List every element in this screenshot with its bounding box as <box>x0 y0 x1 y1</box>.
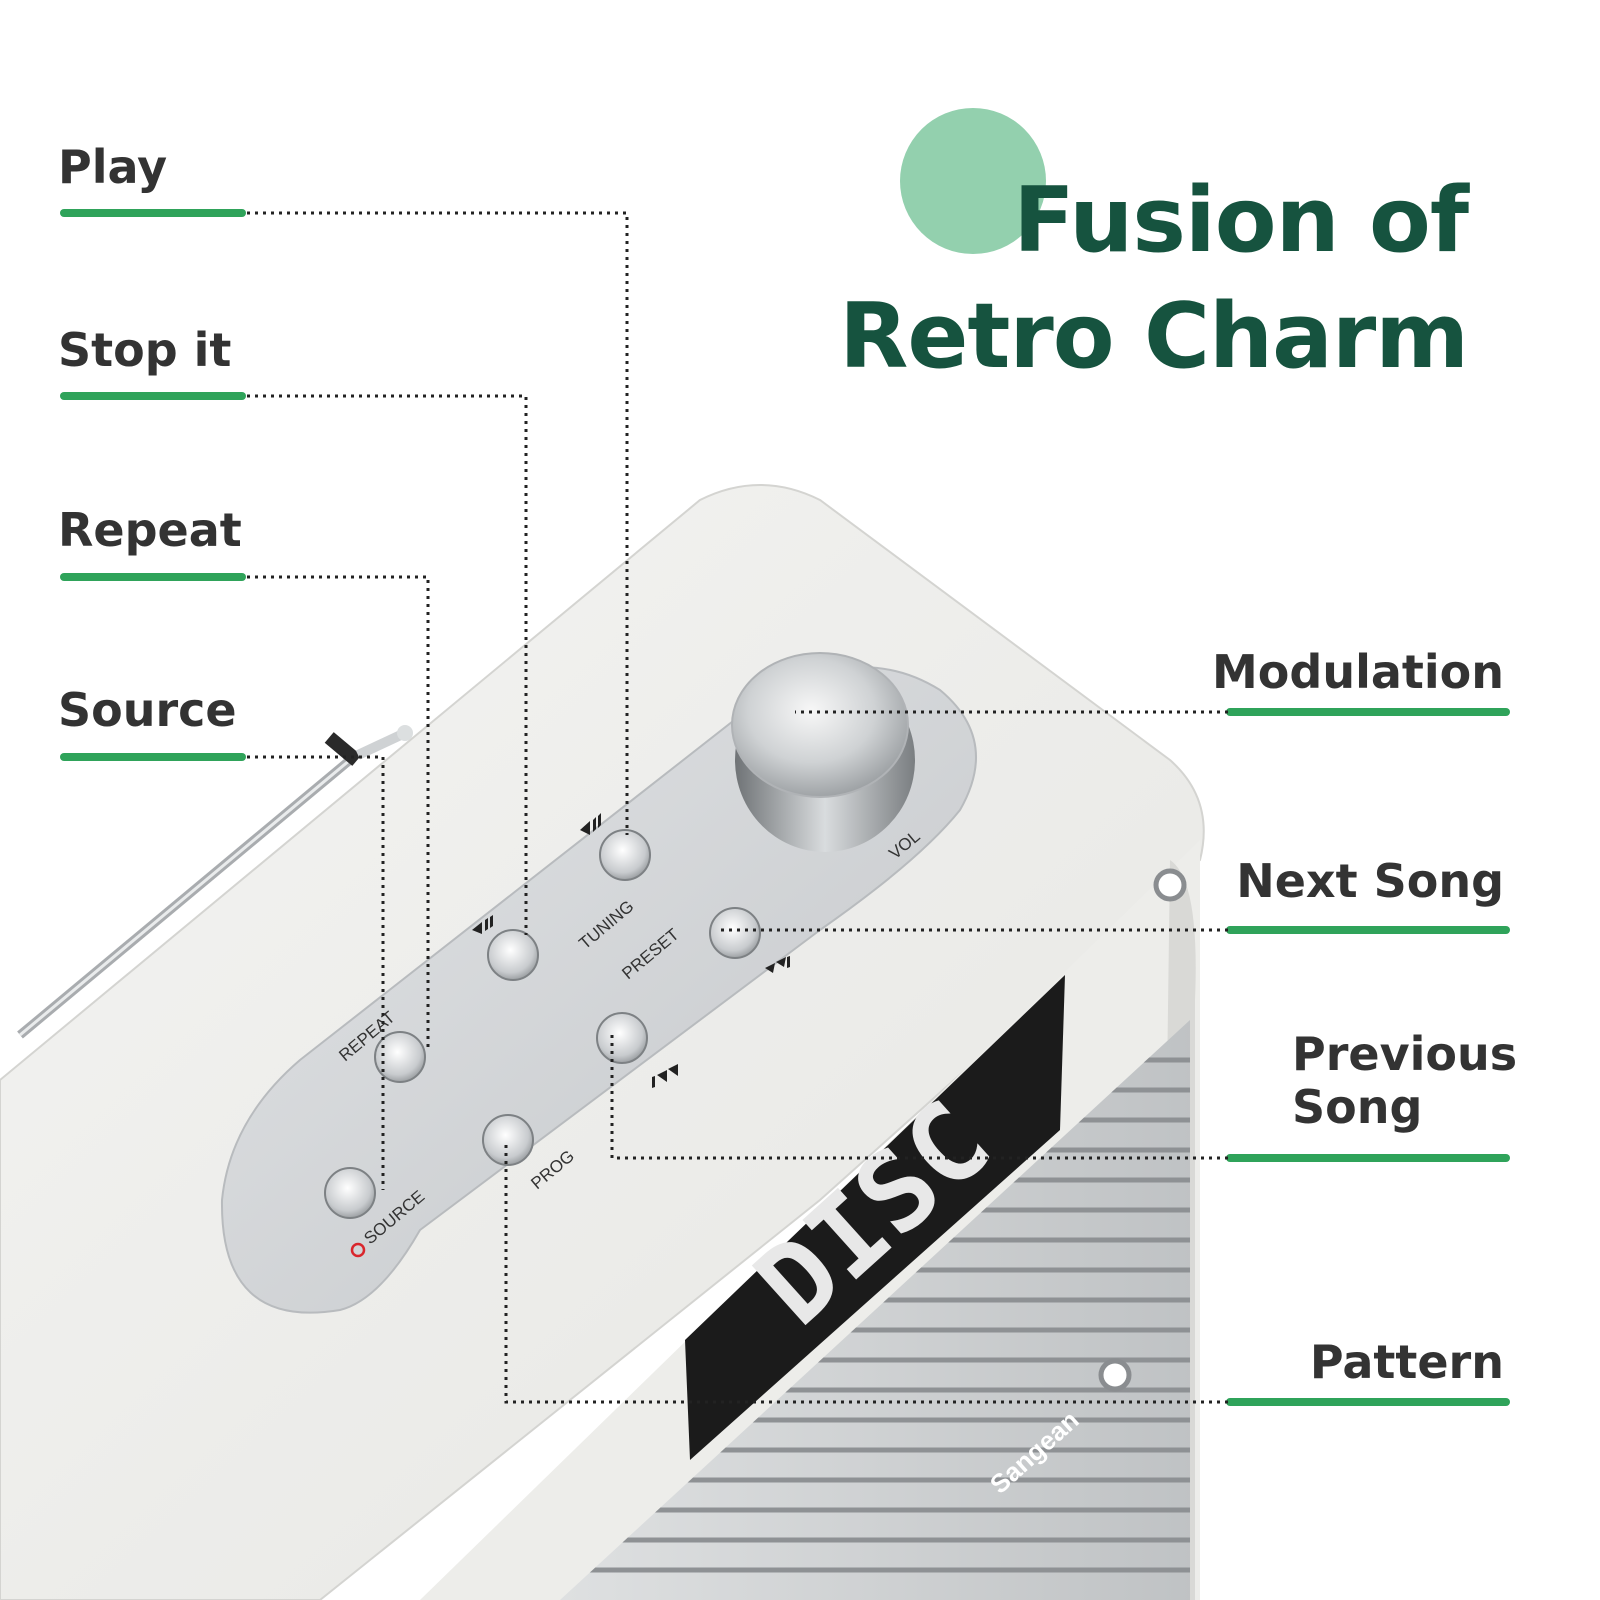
volume-knob[interactable] <box>731 652 915 852</box>
prog-button[interactable] <box>482 1114 534 1166</box>
callout-repeat: Repeat <box>58 503 242 557</box>
stop-button[interactable] <box>487 929 539 981</box>
callout-modulation: Modulation <box>1212 645 1504 699</box>
source-button[interactable] <box>324 1167 376 1219</box>
previous-button[interactable] <box>596 1012 648 1064</box>
next-icon <box>765 956 790 973</box>
headphone-jack <box>1098 1358 1132 1392</box>
callout-previous-song-2: Song <box>1292 1080 1423 1134</box>
aux-jack <box>1153 868 1187 902</box>
callout-play: Play <box>58 140 168 194</box>
next-button[interactable] <box>709 907 761 959</box>
headline-line-2: Retro Charm <box>839 284 1469 389</box>
callout-stop: Stop it <box>58 323 232 377</box>
power-icon <box>350 1242 366 1258</box>
callout-previous-song-1: Previous <box>1292 1027 1518 1081</box>
headline-line-1: Fusion of <box>1013 168 1469 273</box>
callout-pattern: Pattern <box>1309 1335 1504 1389</box>
accent-circle <box>900 108 1046 254</box>
callout-next-song: Next Song <box>1236 854 1504 908</box>
repeat-button[interactable] <box>374 1031 426 1083</box>
callout-source: Source <box>58 683 237 737</box>
play-pause-button[interactable] <box>599 829 651 881</box>
